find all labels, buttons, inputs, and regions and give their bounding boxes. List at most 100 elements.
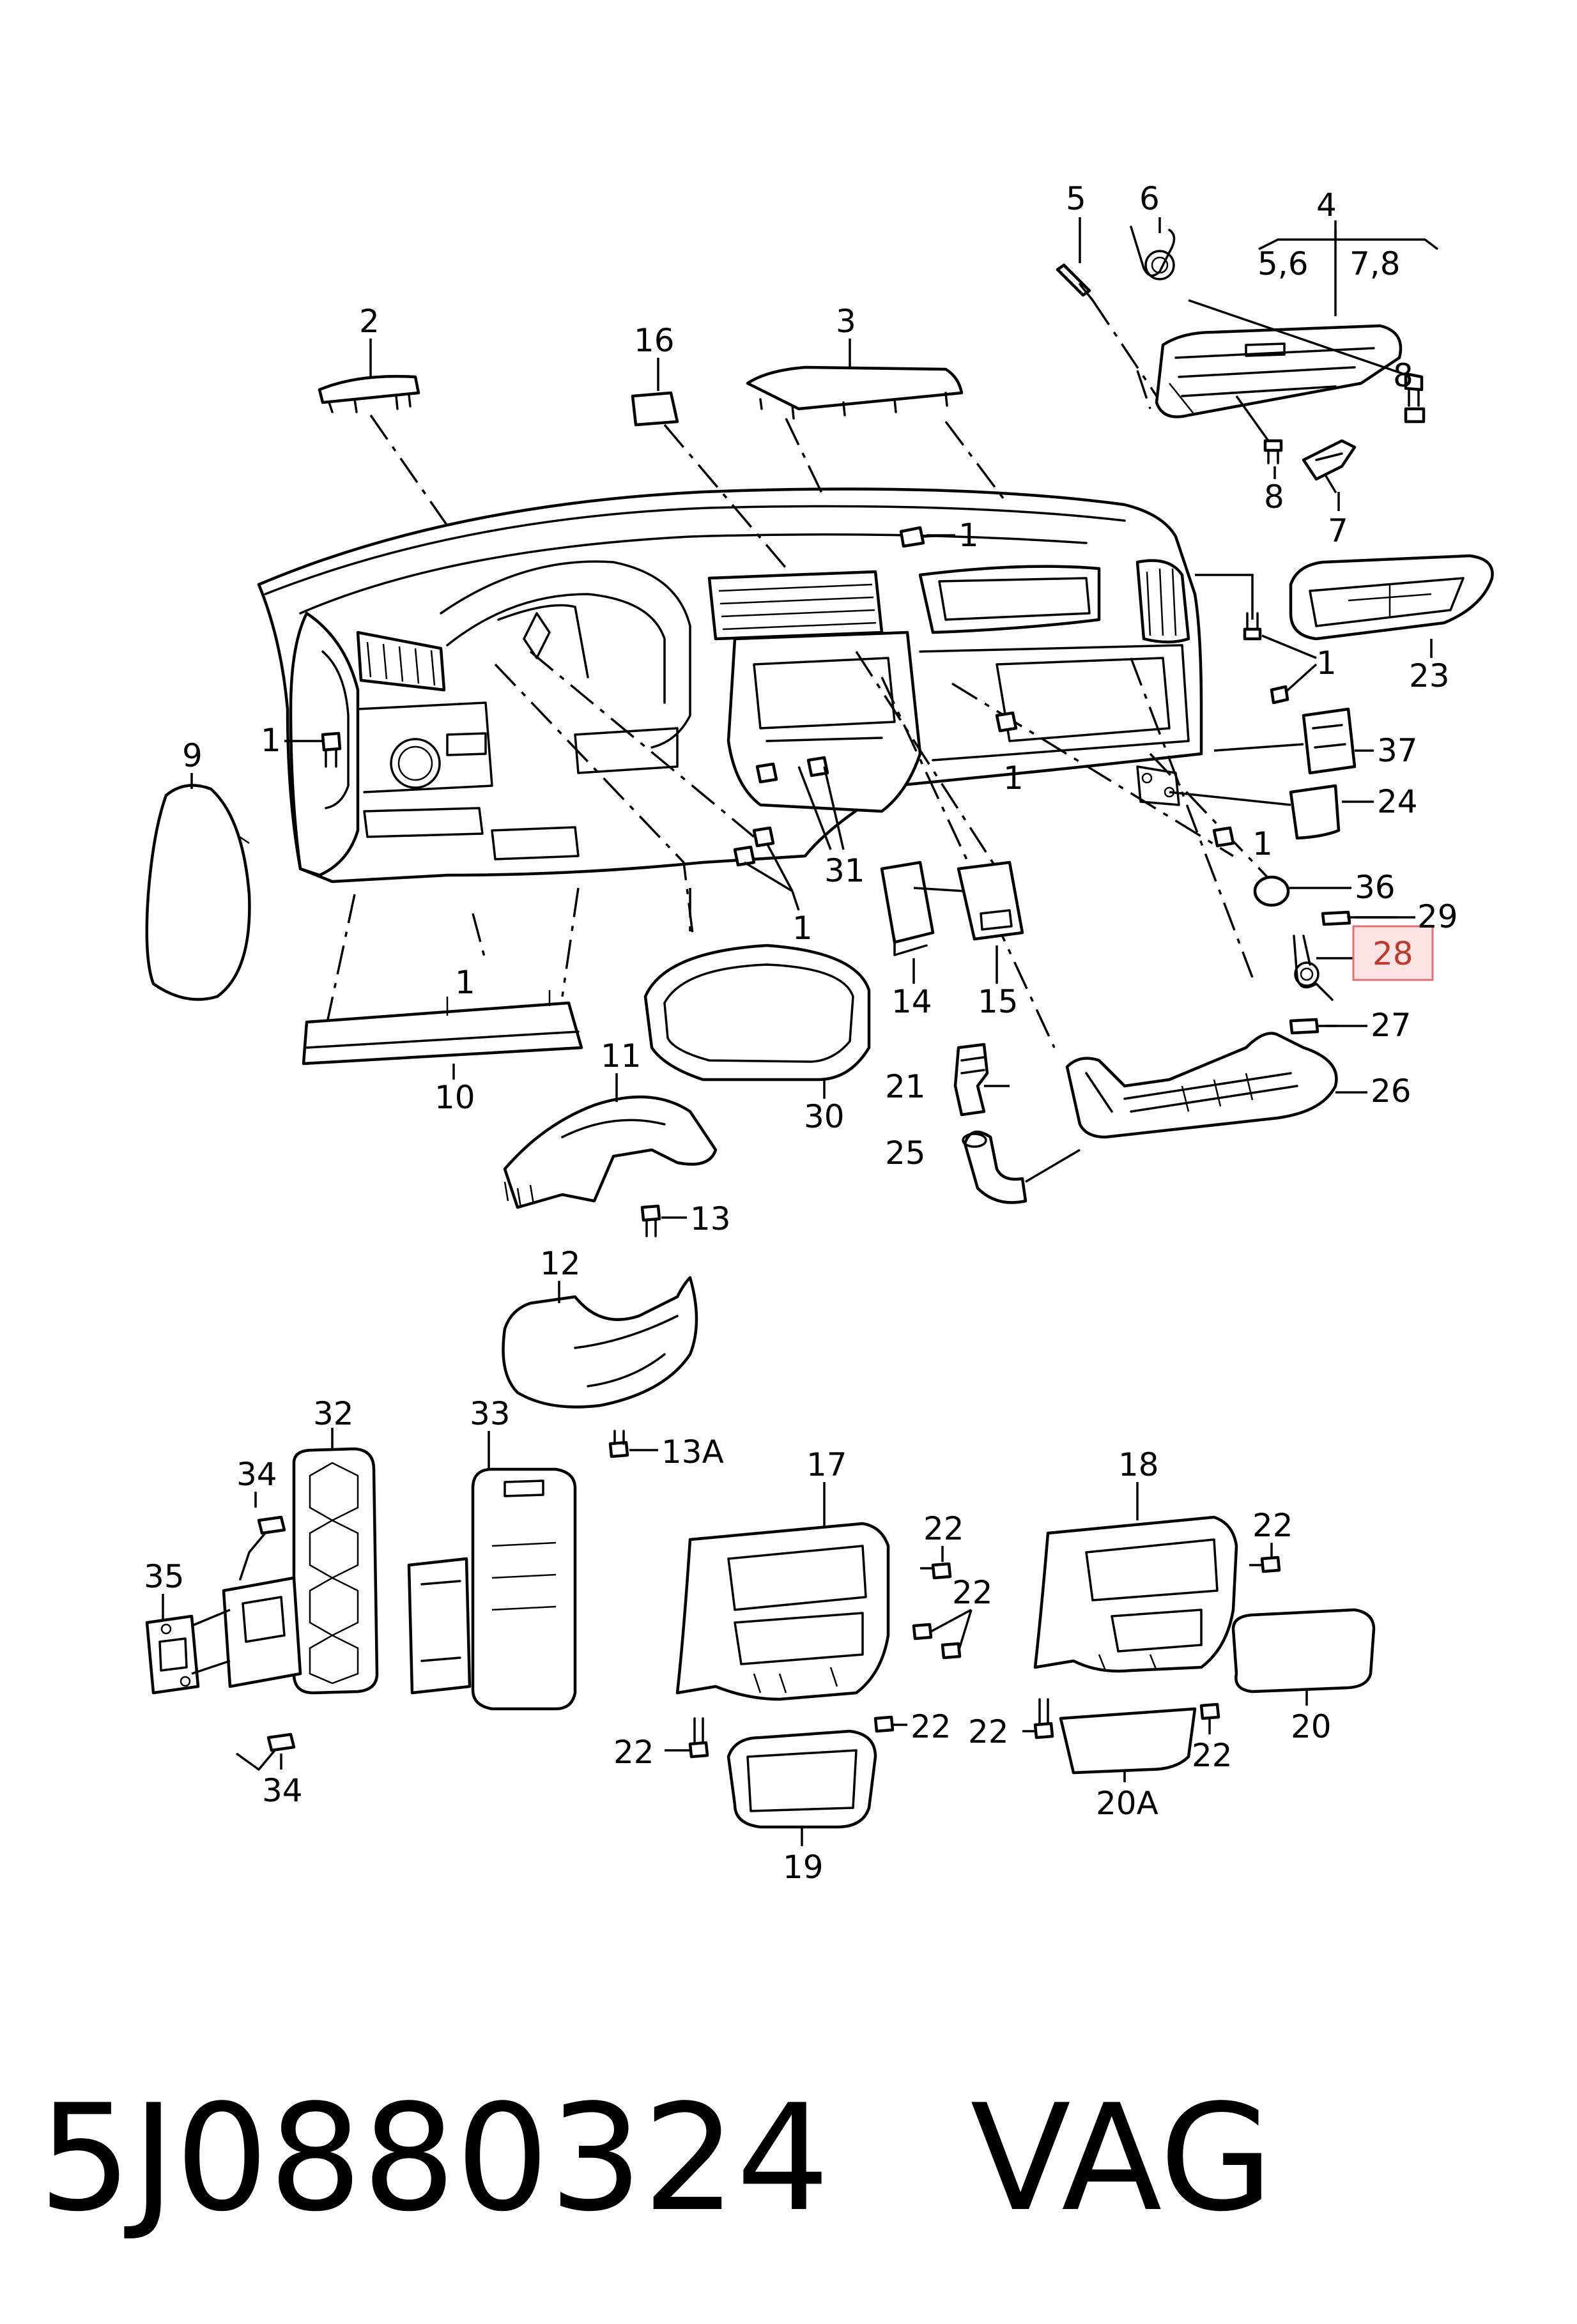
highlight-box-28 xyxy=(1352,925,1434,981)
callout-35: 35 xyxy=(144,1558,185,1595)
callout-29: 29 xyxy=(1417,898,1458,935)
callout-labels: 5 6 4 5,6 7,8 2 16 3 8 8 7 1 23 1 9 1 37… xyxy=(144,180,1458,1886)
part-4-group xyxy=(1258,220,1439,316)
part-36-grommet xyxy=(1253,875,1351,907)
callout-22-d: 22 xyxy=(613,1734,654,1771)
callout-4-sub-b: 7,8 xyxy=(1350,245,1401,282)
callout-6: 6 xyxy=(1139,180,1160,217)
footer-caption: 5J0880324 VAG xyxy=(38,2063,1546,2255)
callout-24: 24 xyxy=(1377,783,1418,820)
part-number: 5J0880324 xyxy=(38,2074,830,2244)
callout-15: 15 xyxy=(978,983,1019,1020)
callout-13: 13 xyxy=(690,1200,731,1237)
dash-leaders xyxy=(325,370,1273,1048)
part-11-upper-shroud xyxy=(503,1073,718,1209)
callout-26: 26 xyxy=(1371,1073,1412,1110)
callout-33: 33 xyxy=(470,1395,511,1432)
callout-25: 25 xyxy=(885,1135,926,1172)
part-21-25-duct xyxy=(953,1043,1081,1204)
part-12-lower-shroud xyxy=(502,1276,698,1409)
part-30-cluster xyxy=(643,944,871,1099)
callout-11: 11 xyxy=(601,1037,642,1074)
part-13A-screw xyxy=(608,1430,658,1458)
callout-37: 37 xyxy=(1377,732,1418,769)
callout-21: 21 xyxy=(885,1068,926,1105)
brand-name: VAG xyxy=(970,2074,1273,2244)
callout-17: 17 xyxy=(806,1446,847,1483)
dashboard-panel xyxy=(257,487,1203,883)
callout-23: 23 xyxy=(1409,657,1450,694)
callout-22-f: 22 xyxy=(968,1713,1009,1750)
callout-16: 16 xyxy=(634,322,675,359)
part-22-screws-right xyxy=(1022,1543,1281,1739)
callout-1-lower-left: 1 xyxy=(455,964,475,1001)
part-9-side-cover xyxy=(145,773,251,1001)
callout-34-bottom: 34 xyxy=(262,1772,303,1809)
callout-1-top: 1 xyxy=(958,517,979,554)
part-20-lid xyxy=(1231,1608,1376,1706)
callout-1-left: 1 xyxy=(261,722,281,759)
callout-3: 3 xyxy=(836,303,856,340)
callout-32: 32 xyxy=(313,1395,354,1432)
callout-4-sub-a: 5,6 xyxy=(1258,245,1309,282)
callout-8-right: 8 xyxy=(1393,357,1413,394)
part-32-holder xyxy=(292,1428,379,1695)
callout-20A: 20A xyxy=(1096,1785,1158,1822)
part-8-screws xyxy=(1188,299,1426,479)
callout-19: 19 xyxy=(783,1849,824,1886)
part-18-console xyxy=(1033,1482,1238,1673)
part-23-vent xyxy=(1289,554,1494,658)
callout-22-b: 22 xyxy=(952,1574,993,1611)
callout-18: 18 xyxy=(1118,1446,1159,1483)
callout-22-a: 22 xyxy=(923,1510,964,1547)
part-33-holder xyxy=(407,1431,577,1711)
part-1-screws-centre xyxy=(733,711,1235,911)
part-14-15-blanks xyxy=(880,860,1024,984)
part-24-cover xyxy=(1136,765,1374,840)
part-2-cover xyxy=(318,339,420,413)
part-22-screws-left xyxy=(665,1546,973,1759)
part-7-clip xyxy=(1302,439,1357,511)
part-26-glovebox xyxy=(1065,1032,1367,1139)
part-19-trim xyxy=(727,1729,877,1846)
callout-22-g: 22 xyxy=(1192,1737,1233,1774)
callout-8-left: 8 xyxy=(1264,478,1284,516)
callout-12: 12 xyxy=(540,1245,581,1282)
part-16-cap xyxy=(631,358,679,427)
part-20A-lid xyxy=(1059,1707,1197,1782)
callout-31: 31 xyxy=(824,852,865,889)
callout-4: 4 xyxy=(1316,187,1337,224)
callout-13A: 13A xyxy=(661,1433,724,1471)
part-3-panel xyxy=(746,339,964,420)
part-17-console xyxy=(675,1482,890,1701)
part-34-screws xyxy=(229,1492,296,1771)
callout-1-mid: 1 xyxy=(1003,760,1024,797)
part-4-vent xyxy=(1155,324,1403,418)
callout-22-c: 22 xyxy=(911,1708,951,1745)
part-27-screw xyxy=(1289,1018,1367,1035)
part-6-spring xyxy=(1130,217,1176,280)
callout-1-mid-right: 1 xyxy=(1252,825,1273,862)
callout-10: 10 xyxy=(435,1079,475,1116)
callout-14: 14 xyxy=(891,983,932,1020)
part-37-bracket xyxy=(1213,707,1374,775)
part-10-lower-panel xyxy=(302,990,583,1080)
callout-1-right: 1 xyxy=(1316,645,1337,682)
callout-22-e: 22 xyxy=(1252,1507,1293,1544)
part-5-bracket xyxy=(1056,217,1158,397)
callout-28: 28 xyxy=(1373,935,1413,972)
callout-9: 9 xyxy=(182,737,203,774)
part-13-screw xyxy=(640,1204,687,1237)
callout-7: 7 xyxy=(1328,512,1348,549)
callout-20: 20 xyxy=(1291,1708,1332,1745)
callout-1-centre: 1 xyxy=(792,910,813,947)
part-1-screw-left xyxy=(284,731,342,768)
callout-27: 27 xyxy=(1371,1007,1412,1044)
callout-34-top: 34 xyxy=(236,1456,277,1493)
part-1-screw-top xyxy=(899,526,955,548)
callout-36: 36 xyxy=(1355,869,1396,906)
part-1-screws-right xyxy=(1195,574,1318,705)
callout-5: 5 xyxy=(1066,180,1086,217)
part-29-pin xyxy=(1321,910,1415,926)
